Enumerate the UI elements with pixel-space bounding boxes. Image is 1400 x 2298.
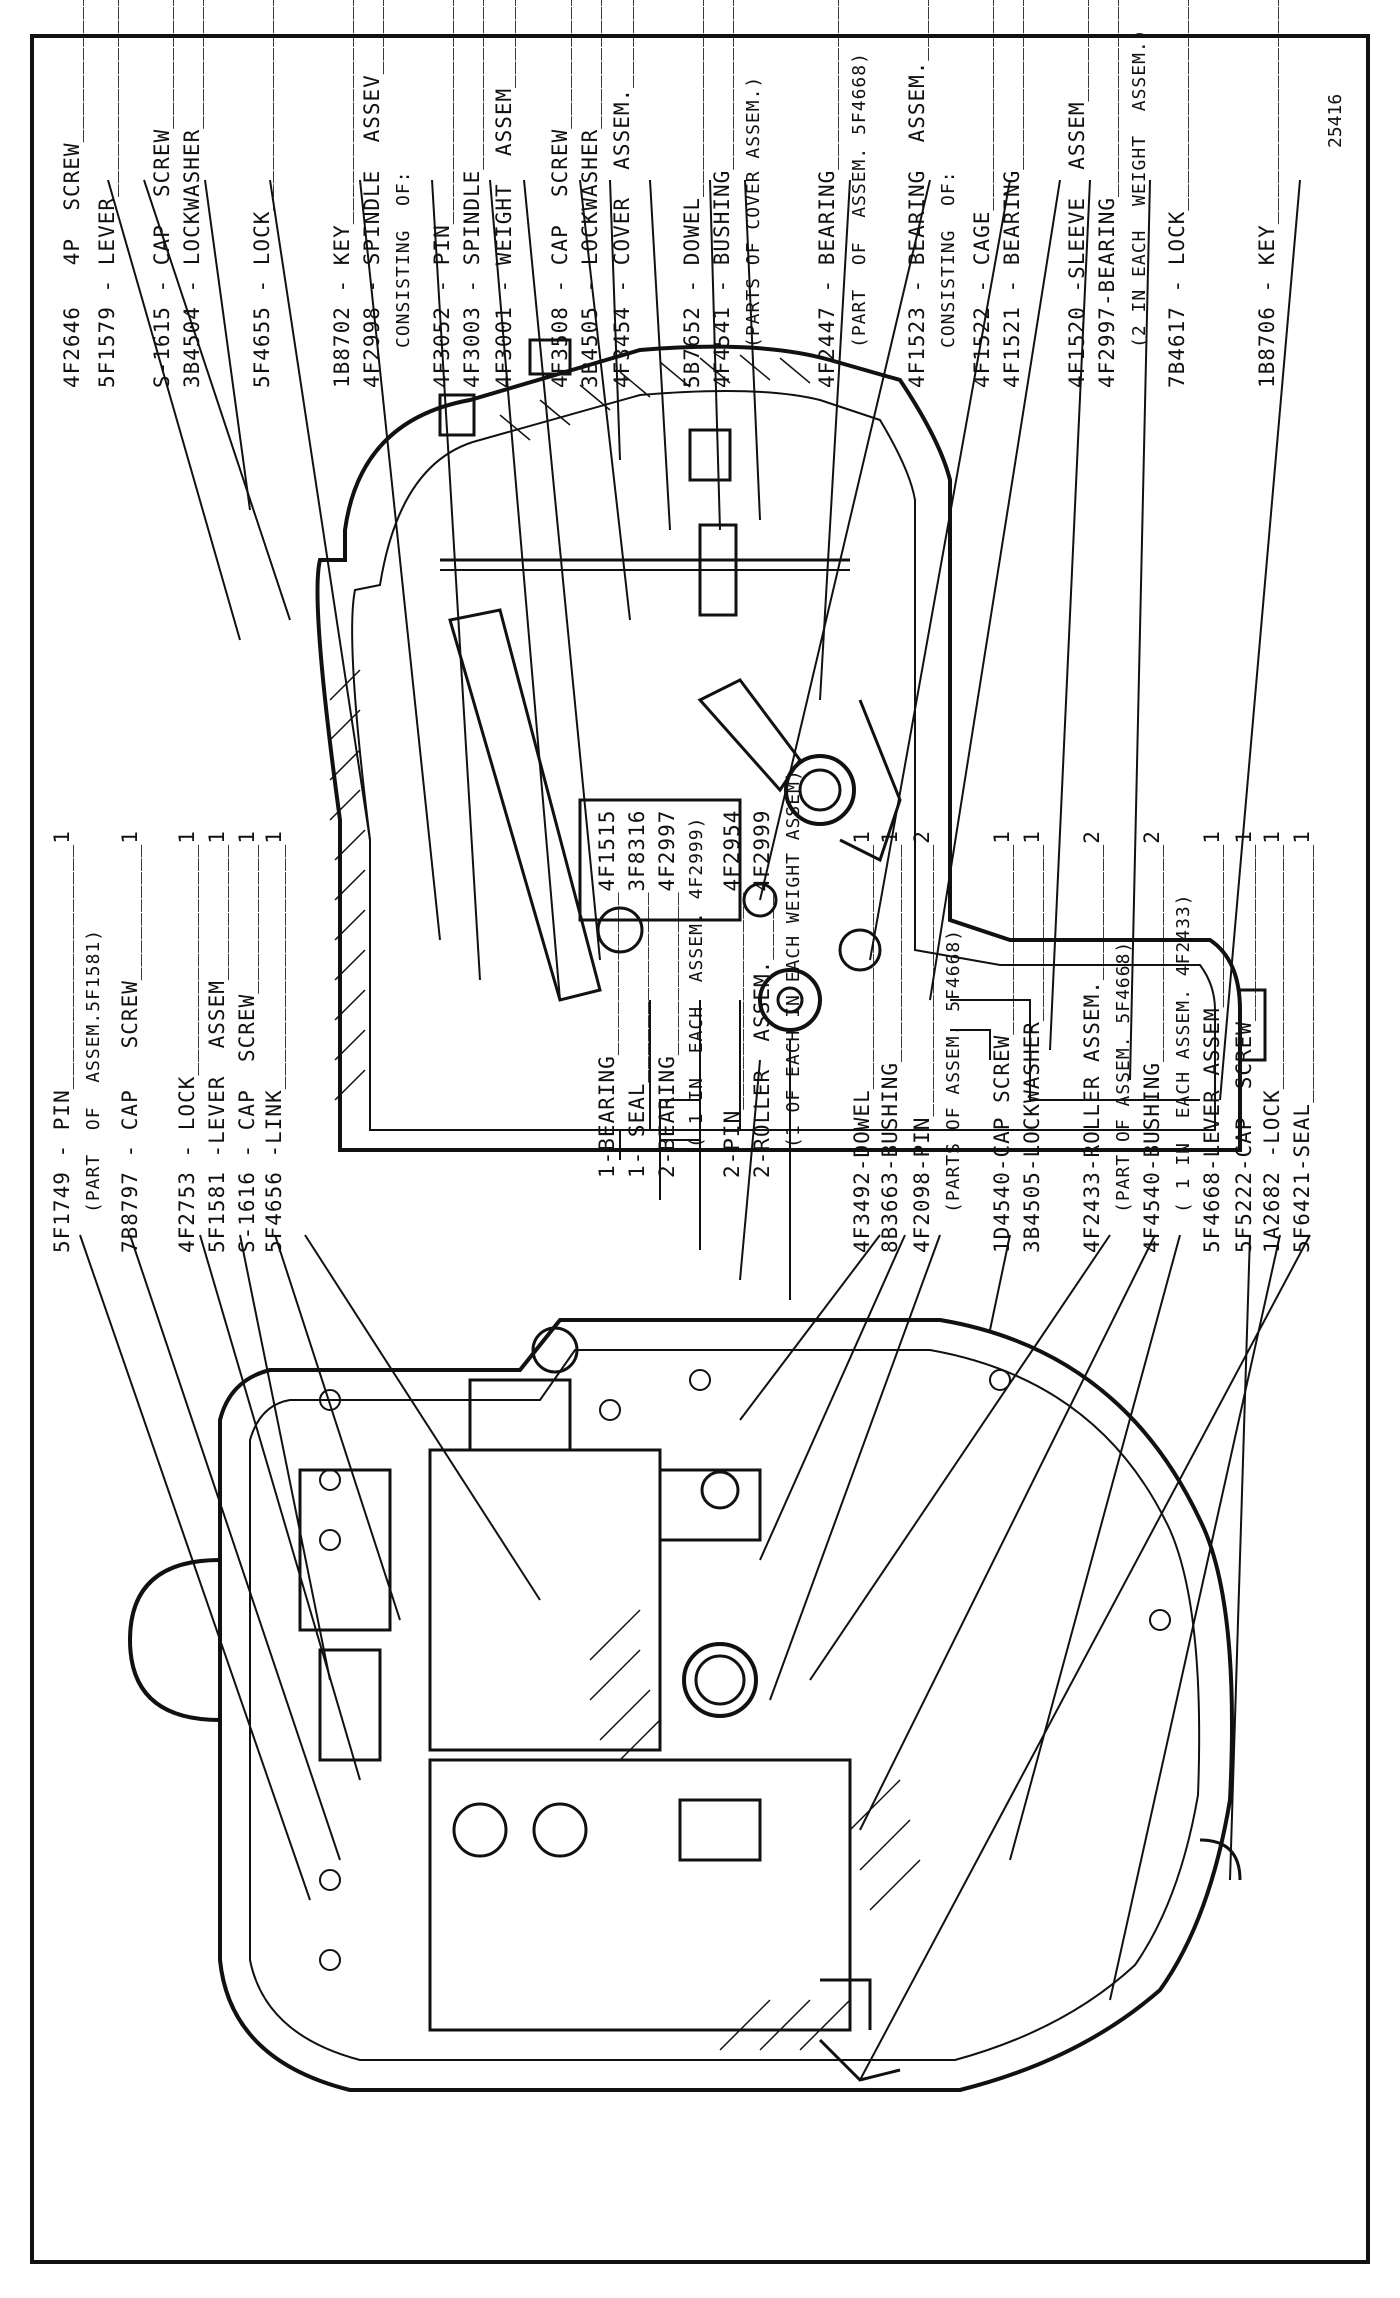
left-label-20: 5F6421-SEAL___________________1 (1290, 830, 1314, 1253)
left-label-14: (PART OF ASSEM. 5F4668) (1113, 940, 1134, 1213)
right-label-2: S-1615 - CAP SCREW_____________4 (150, 0, 174, 388)
right-label-11: 4F3508 - CAP SCREW_____________1 (548, 0, 572, 388)
right-label-19: 4F1523 - BEARING ASSEM.________1 (905, 0, 929, 388)
right-label-15: 4F4541 - BUSHING________________1 (710, 0, 734, 388)
right-label-20: CONSISTING OF: (938, 170, 959, 348)
left-label-15: 4F4540-BUSHING________________2 (1140, 830, 1164, 1253)
left-label-8: 8B3663-BUSHING________________1 (878, 830, 902, 1253)
leader-lines (79, 179, 1311, 2081)
right-label-12: 3B4505 - LOCKWASHER_____________1 (578, 0, 602, 388)
right-label-1: 5F1579 - LEVER__________________1 (95, 0, 119, 388)
left-label-6: 5F4656 -LINK__________________1 (262, 830, 286, 1253)
right-label-7: CONSISTING OF: (393, 170, 414, 348)
right-label-13: 4F3454 - COVER ASSEM.__________1 (610, 0, 634, 388)
left-label-2: 7B8797 - CAP SCREW__________1 (118, 830, 142, 1253)
left-label-7: 4F3492-DOWEL__________________1 (850, 830, 874, 1253)
right-label-18: (PART OF ASSEM. 5F4668) (849, 52, 870, 348)
right-label-9: 4F3003 - SPINDLE________________1 (460, 0, 484, 388)
right-label-22: 4F1521 - BEARING________________1 (1000, 0, 1024, 388)
left-label-13: 4F2433-ROLLER ASSEM.__________2 (1080, 830, 1104, 1253)
right-label-6: 4F2998 - SPINDLE ASSEV_________1 (360, 0, 384, 388)
left-label-12: 3B4505-LOCKWASHER_____________1 (1020, 830, 1044, 1253)
center-label-0: 1-BEARING____________4F1515 (595, 809, 619, 1178)
center-label-4: 2-PIN________________4F2954 (720, 809, 744, 1178)
right-cross-section-drawing (315, 338, 1267, 1152)
left-label-5: S-1616 - CAP SCREW___________1 (235, 830, 259, 1253)
right-label-14: 5B7652 - DOWEL__________________1 (680, 0, 704, 388)
left-label-10: (PARTS OF ASSEM. 5F4668) (943, 928, 964, 1213)
right-label-4: 5F4655 - LOCK___________________1 (250, 0, 274, 388)
left-label-11: 1D4540-CAP SCREW______________1 (990, 830, 1014, 1253)
right-label-0: 4F2646 4P SCREW______________2 (60, 0, 84, 388)
right-label-23: 4F1520 -SLEEVE ASSEM___________1 (1065, 0, 1089, 388)
left-label-9: 4F2098-PIN____________________2 (910, 830, 934, 1253)
left-label-18: 5F5222-CAP SCREW_____________1 (1232, 830, 1256, 1253)
left-label-16: ( 1 IN EACH ASSEM. 4F2433) (1173, 893, 1194, 1213)
right-label-10: 4F3001 - WEIGHT ASSEM__________2 (492, 0, 516, 388)
right-label-26: 7B4617 - LOCK___________________1 (1165, 0, 1189, 388)
right-label-27: 1B8706 - KEY____________________1 (1255, 0, 1279, 388)
left-cross-section-drawing (127, 1318, 1242, 2092)
left-label-4: 5F1581 -LEVER ASSEM__________1 (205, 830, 229, 1253)
center-label-6: (1 OF EACH IN EACH WEIGHT ASSEM) (783, 769, 804, 1148)
center-label-3: ( 1 IN EACH ASSEM. 4F2999) (686, 816, 707, 1148)
right-label-21: 4F1522 - CAGE___________________1 (970, 0, 994, 388)
figure-number: 25416 (1325, 93, 1346, 148)
center-label-1: 1- SEAL______________3F8316 (625, 809, 649, 1178)
center-label-2: 2-BEARING____________4F2997 (655, 809, 679, 1178)
right-label-24: 4F2997-BEARING__________________4 (1095, 0, 1119, 388)
center-label-5: 2-ROLLER ASSEM._____4F2999 (750, 809, 774, 1178)
right-label-25: (2 IN EACH WEIGHT ASSEM.) (1129, 28, 1150, 348)
right-label-8: 4F3052 - PIN____________________2 (430, 0, 454, 388)
figure-border (30, 34, 1370, 2264)
right-label-17: 4F2447 - BEARING________________2 (815, 0, 839, 388)
left-label-0: 5F1749 - PIN__________________1 (50, 830, 74, 1253)
left-label-17: 5F4668-LEVER ASSEM____________1 (1200, 830, 1224, 1253)
left-label-19: 1A2682 -LOCK__________________1 (1260, 830, 1284, 1253)
right-label-5: 1B8702 - KEY____________________1 (330, 0, 354, 388)
right-label-16: (PARTS OF COVER ASSEM.) (743, 75, 764, 348)
right-label-3: 3B4504 - LOCKWASHER_____________4 (180, 0, 204, 388)
left-label-3: 4F2753 - LOCK_________________1 (175, 830, 199, 1253)
left-label-1: (PART OF ASSEM.5F1581) (83, 928, 104, 1213)
